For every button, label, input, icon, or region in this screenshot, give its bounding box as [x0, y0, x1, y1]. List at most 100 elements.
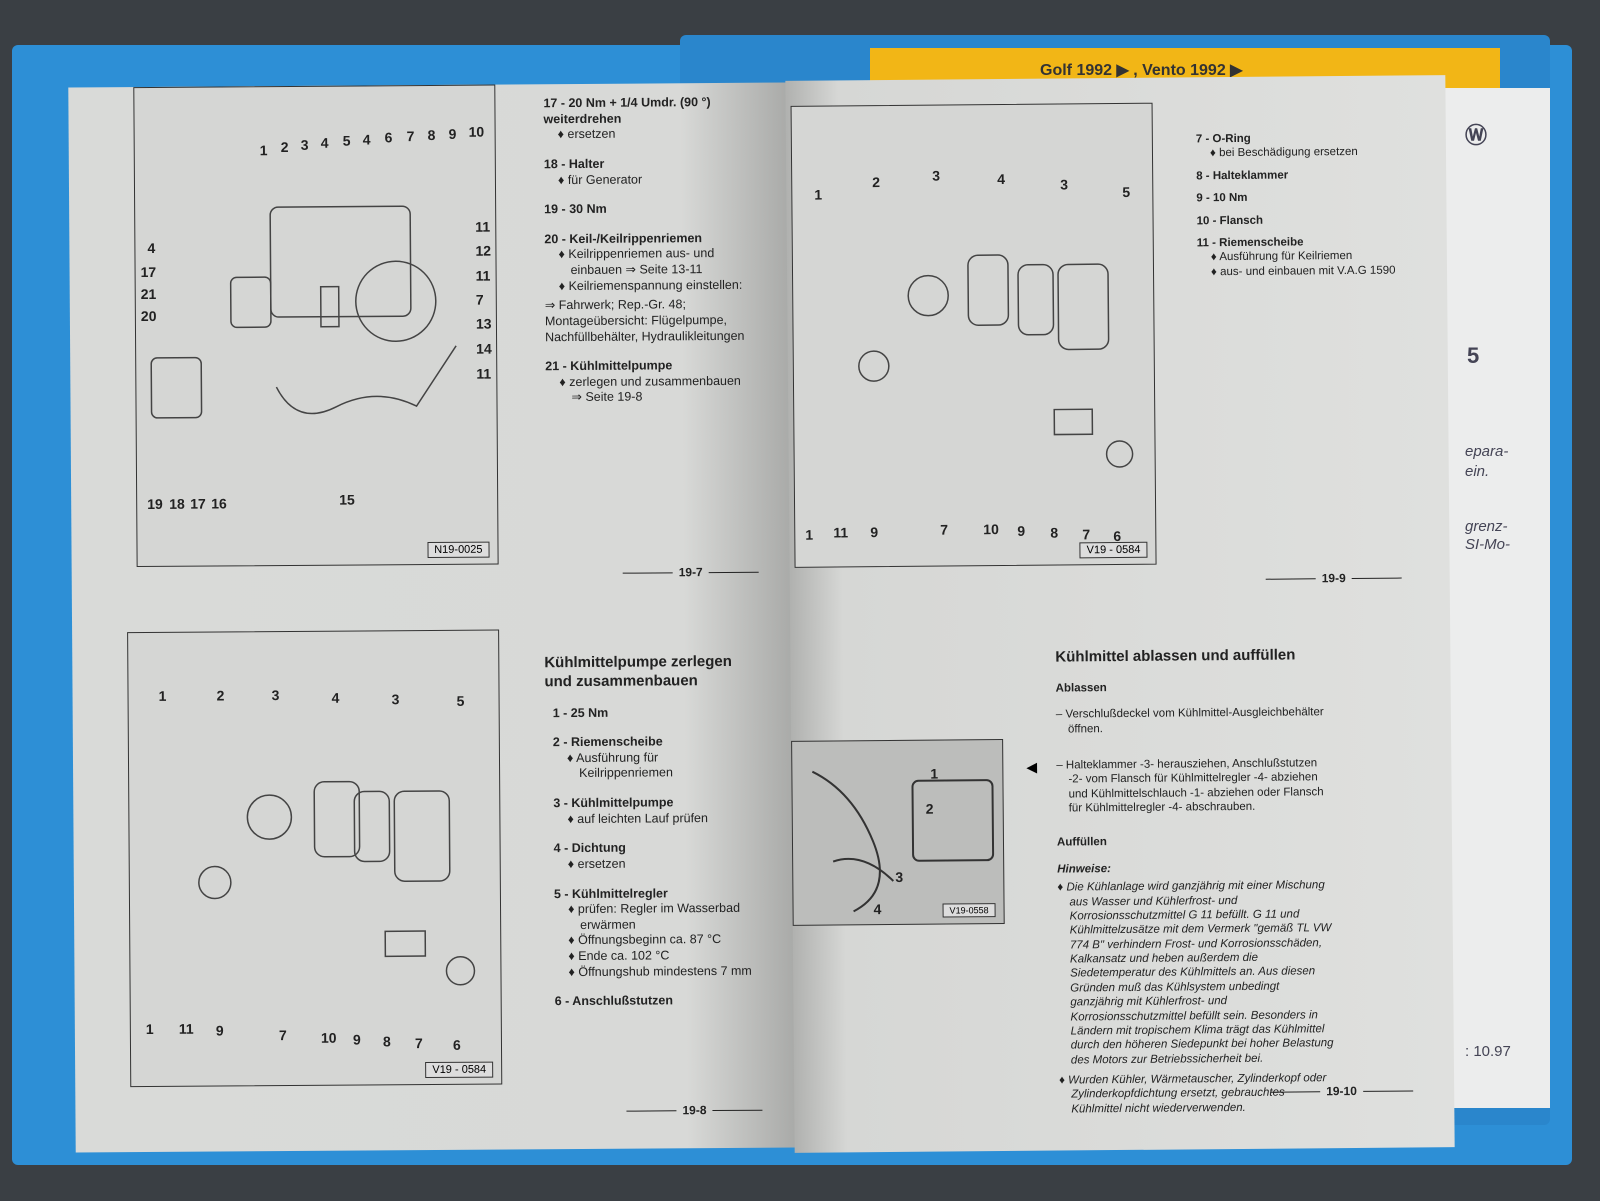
bullet: Keilriemenspannung einstellen:	[568, 277, 743, 293]
bullet: ersetzen	[567, 126, 616, 142]
item-title: 1 - 25 Nm	[552, 705, 609, 720]
callout: 4	[873, 901, 882, 918]
callout: 6	[452, 1036, 461, 1053]
bullet: Ausführung für Keilrippenriemen	[576, 750, 673, 781]
callout: 7	[278, 1027, 287, 1044]
callout: 3	[932, 167, 941, 184]
pointer-arrow-icon: ◀	[1026, 758, 1038, 775]
page-19-8-text: Kühlmittelpumpe zerlegen und zusammenbau…	[544, 653, 757, 1024]
callout: 10	[983, 521, 999, 538]
callout: 1	[259, 142, 268, 159]
page-19-7-text: 17 - 20 Nm + 1/4 Umdr. (90 °) weiterdreh…	[543, 95, 745, 405]
callout: 8	[427, 126, 436, 144]
callout: 7	[475, 291, 484, 308]
callout: 11	[475, 218, 491, 235]
callout: 5	[342, 132, 351, 149]
insert-number: 5	[1467, 343, 1480, 368]
callout: 3	[1060, 176, 1069, 193]
callout: 17	[190, 495, 206, 512]
subheading: Auffüllen	[1056, 836, 1107, 849]
subheading: Ablassen	[1055, 681, 1107, 695]
bullet: ersetzen	[577, 856, 626, 871]
callout: 15	[339, 491, 355, 508]
insert-text: SI-Mo-	[1465, 536, 1510, 553]
callout: 8	[1050, 524, 1059, 541]
callout: 2	[216, 687, 225, 704]
bullet: Öffnungsbeginn ca. 87 °C	[578, 932, 722, 948]
item-title: 20 - Keil-/Keilrippenriemen	[544, 230, 703, 246]
item-title: 21 - Kühlmittelpumpe	[545, 358, 673, 374]
insert-text: grenz-	[1465, 518, 1508, 535]
item-title: 10 - Flansch	[1196, 214, 1264, 227]
item-title: 19 - 30 Nm	[544, 201, 607, 217]
diagram-pump-exploded: 1 2 3 4 3 5 1 11 9 7 10 9 8 7 6 V19 - 05…	[127, 629, 503, 1088]
callout: 21	[140, 285, 157, 303]
item-title: 8 - Halteklammer	[1196, 169, 1289, 183]
bullet: Keilrippenriemen aus- und einbauen ⇒ Sei…	[568, 246, 715, 278]
callout: 7	[940, 521, 949, 538]
callout: 7	[406, 128, 415, 145]
callout: 10	[320, 1029, 337, 1046]
callout: 4	[331, 689, 340, 706]
diagram-pump-exploded: 1 2 3 4 3 5 1 11 9 7 10 9 8 7 6 V19 - 05…	[790, 102, 1157, 568]
page-number: 19-9	[1260, 570, 1408, 585]
page-19-10-text: Kühlmittel ablassen und auffüllen Ablass…	[1055, 646, 1334, 1116]
callout: 7	[1082, 526, 1091, 543]
page-number: 19-7	[617, 565, 765, 580]
callout: 9	[870, 524, 879, 541]
callout: 2	[872, 174, 881, 191]
step: – Halteklammer -3- herausziehen, Anschlu…	[1056, 757, 1324, 815]
page-number: 19-10	[1264, 1083, 1419, 1098]
item-title: 4 - Dichtung	[553, 840, 626, 856]
right-page: 1 2 3 4 3 5 1 11 9 7 10 9 8 7 6 V19 - 05…	[785, 75, 1455, 1153]
item-title: 9 - 10 Nm	[1196, 191, 1248, 205]
left-page: 1 2 3 4 5 4 6 7 8 9 10 11 12 11 7 13 1 4 …	[68, 82, 796, 1153]
callout: 11	[475, 267, 491, 284]
bullet: für Generator	[567, 172, 643, 187]
item-title: 2 - Riemenscheibe	[552, 734, 663, 750]
vw-logo-icon: Ⓦ	[1465, 123, 1488, 148]
callout: 10	[468, 123, 485, 140]
callout: 5	[1122, 183, 1131, 200]
bullet: zerlegen und zusammenbauen ⇒ Seite 19-8	[569, 373, 741, 405]
tab-label: Golf 1992 ▶ , Vento 1992 ▶	[1040, 62, 1243, 79]
callout: 1	[158, 687, 167, 704]
bullet: Ende ca. 102 °C	[578, 948, 670, 963]
callout: 1	[805, 526, 814, 543]
callout: 9	[448, 125, 457, 142]
item-title: 3 - Kühlmittelpumpe	[553, 795, 674, 811]
callout: 19	[147, 495, 163, 512]
figure-code: V19 - 0584	[1079, 541, 1148, 559]
callout: 9	[215, 1022, 224, 1039]
figure-code: V19 - 0584	[425, 1061, 494, 1079]
section-heading: Kühlmittel ablassen und auffüllen	[1055, 646, 1296, 666]
callout: 12	[475, 242, 492, 259]
callout: 18	[169, 495, 185, 512]
step: – Verschlußdeckel vom Kühlmittel-Ausglei…	[1055, 706, 1324, 735]
bullet: prüfen: Regler im Wasserbad erwärmen	[577, 900, 741, 932]
section-heading: Kühlmittelpumpe zerlegen und zusammenbau…	[544, 652, 732, 690]
page-number: 19-8	[620, 1103, 768, 1118]
callout: 4	[320, 134, 329, 151]
callout: 5	[456, 692, 465, 709]
item-title: 18 - Halter	[543, 156, 605, 172]
notes-heading: Hinweise:	[1057, 862, 1111, 876]
diagram-coolant-drain: 1 2 3 4 V19-0558	[791, 739, 1005, 926]
callout: 13	[475, 315, 492, 332]
callout: 2	[280, 138, 289, 156]
item-title: 17 - 20 Nm + 1/4 Umdr. (90 °) weiterdreh…	[543, 95, 711, 126]
page-19-9-text: 7 - O-Ring♦ bei Beschädigung ersetzen 8 …	[1196, 130, 1417, 293]
insert-date: : 10.97	[1465, 1043, 1511, 1060]
callout: 17	[140, 263, 157, 281]
callout: 14	[476, 340, 492, 357]
callout: 3	[271, 687, 280, 704]
figure-code: N19-0025	[427, 541, 490, 559]
callout: 20	[140, 307, 157, 325]
item-title: 5 - Kühlmittelregler	[553, 885, 668, 901]
bullet: bei Beschädigung ersetzen	[1219, 146, 1358, 160]
callout: 16	[211, 495, 227, 512]
figure-code: V19-0558	[942, 903, 996, 918]
bullet: aus- und einbauen mit V.A.G 1590	[1220, 264, 1396, 278]
callout: 9	[1017, 522, 1026, 539]
callout: 3	[895, 868, 904, 885]
